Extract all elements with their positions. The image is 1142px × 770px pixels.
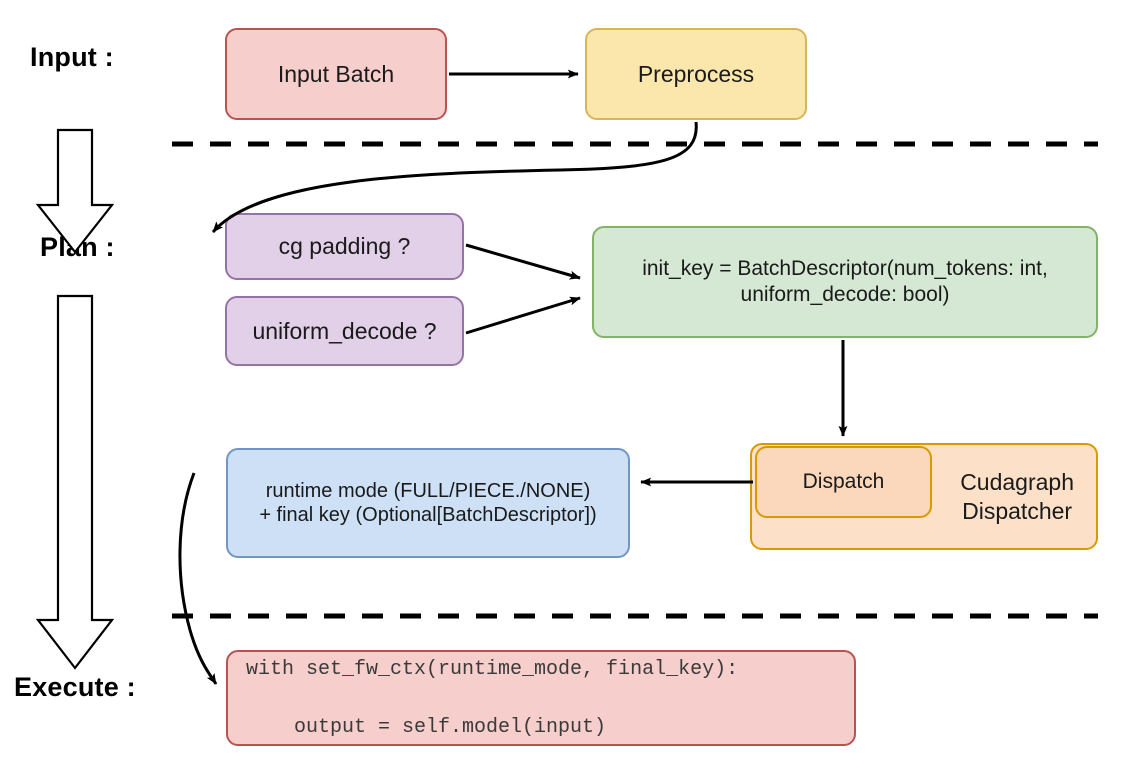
stage-label-execute: Execute : bbox=[14, 672, 136, 702]
node-preprocess[interactable]: Preprocess bbox=[585, 28, 807, 120]
node-dispatch[interactable]: Dispatch bbox=[755, 446, 932, 518]
stage-label-plan: Plan : bbox=[40, 232, 115, 262]
node-runtime-mode-line1: runtime mode (FULL/PIECE./NONE) bbox=[265, 479, 591, 502]
stage-arrow-plan-to-execute bbox=[35, 294, 115, 670]
arrow-cg-padding-to-init-key bbox=[465, 243, 581, 280]
node-runtime-mode[interactable]: runtime mode (FULL/PIECE./NONE) + final … bbox=[226, 448, 630, 558]
code-line-2: output = self.model(input) bbox=[246, 715, 607, 739]
node-uniform-decode[interactable]: uniform_decode ? bbox=[225, 296, 464, 366]
code-line-1: with set_fw_ctx(runtime_mode, final_key)… bbox=[246, 657, 739, 681]
node-input-batch-label: Input Batch bbox=[277, 60, 395, 87]
node-cudagraph-dispatcher-line1: Cudagraph bbox=[960, 469, 1074, 496]
node-cudagraph-dispatcher-line2: Dispatcher bbox=[962, 497, 1073, 524]
node-init-key-line2: uniform_decode: bool) bbox=[740, 283, 950, 306]
node-input-batch[interactable]: Input Batch bbox=[225, 28, 447, 120]
node-execute-code-text: with set_fw_ctx(runtime_mode, final_key)… bbox=[228, 655, 748, 742]
node-cg-padding-label: cg padding ? bbox=[278, 233, 411, 260]
arrow-runtime-mode-to-execute-code bbox=[178, 472, 218, 685]
node-init-key-line1: init_key = BatchDescriptor(num_tokens: i… bbox=[642, 257, 1048, 281]
node-init-key[interactable]: init_key = BatchDescriptor(num_tokens: i… bbox=[592, 226, 1098, 338]
node-execute-code[interactable]: with set_fw_ctx(runtime_mode, final_key)… bbox=[226, 650, 856, 746]
stage-label-input: Input : bbox=[30, 42, 114, 72]
node-cg-padding[interactable]: cg padding ? bbox=[225, 213, 464, 280]
arrow-uniform-decode-to-init-key bbox=[465, 296, 581, 335]
node-preprocess-label: Preprocess bbox=[637, 60, 755, 87]
node-uniform-decode-label: uniform_decode ? bbox=[252, 317, 437, 344]
node-dispatch-label: Dispatch bbox=[802, 470, 885, 494]
node-runtime-mode-line2: + final key (Optional[BatchDescriptor]) bbox=[259, 504, 597, 526]
